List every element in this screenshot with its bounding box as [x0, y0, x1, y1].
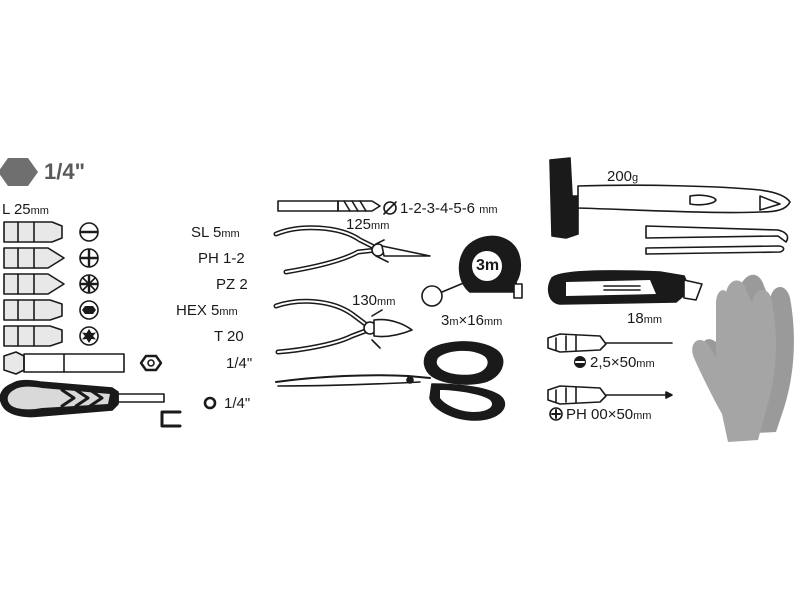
handle-size-label: 1/4" — [224, 395, 251, 412]
pliers-2-unit: mm — [377, 296, 396, 308]
hex-drive-badge-icon — [0, 158, 38, 186]
precision-screwdriver-phillips — [547, 385, 673, 405]
screwdriver-slotted-label: 2,5×50mm — [590, 355, 655, 370]
tape-size-unit-2: mm — [483, 316, 503, 328]
bit-length-value: L 25 — [2, 201, 31, 218]
pliers-2-value: 130 — [352, 292, 378, 309]
tape-size-label: 3m×16mm — [441, 313, 502, 328]
drill-sizes-value: 1-2-3-4-5-6 — [400, 200, 476, 217]
bit-length-unit: mm — [30, 205, 49, 217]
bit-slotted-value: SL 5 — [191, 224, 222, 241]
tape-size-a: 3 — [441, 312, 450, 329]
tape-size-b: 16 — [467, 312, 484, 329]
cutting-pliers — [273, 298, 413, 355]
precision-screwdriver-slotted — [547, 333, 673, 353]
bit-pozidriv-label: PZ 2 — [216, 276, 248, 293]
tape-measure — [421, 235, 523, 307]
bit-hex-unit: mm — [219, 306, 238, 318]
bit-torx — [3, 325, 63, 347]
long-nose-pliers — [273, 225, 431, 275]
screwdriver-handle — [0, 379, 182, 428]
pliers-1-label: 125mm — [346, 217, 389, 232]
scissors — [275, 341, 506, 421]
bit-phillips — [3, 247, 65, 269]
pliers-1-value: 125 — [346, 216, 372, 233]
work-gloves — [692, 274, 794, 442]
bit-length-label: L 25mm — [2, 202, 49, 217]
screwdriver-slotted-unit: mm — [636, 358, 655, 370]
hammer-weight-unit: g — [632, 172, 639, 184]
hex-nut-icon — [139, 354, 163, 372]
torx-icon — [79, 326, 99, 346]
tape-size-x: × — [458, 312, 468, 329]
pliers-1-unit: mm — [371, 220, 390, 232]
bit-slotted-unit: mm — [221, 228, 240, 240]
phillips-mark-icon — [549, 407, 563, 421]
hex-socket-icon — [79, 300, 99, 320]
bit-phillips-label: PH 1-2 — [198, 250, 245, 267]
slotted-icon — [79, 222, 99, 242]
knife-blade-value: 18 — [627, 310, 644, 327]
drill-sizes-label: 1-2-3-4-5-6 mm — [400, 201, 498, 216]
bit-hex-label: HEX 5mm — [176, 303, 238, 318]
knife-blade-unit: mm — [643, 314, 663, 326]
screwdriver-phillips-label: PH 00×50mm — [566, 407, 651, 422]
tweezers — [645, 225, 789, 255]
hammer-weight-label: 200g — [607, 169, 638, 184]
drill-bit — [277, 200, 381, 212]
tape-size-unit-1: m — [449, 316, 459, 328]
hammer — [549, 157, 791, 239]
tape-badge-label: 3m — [476, 257, 500, 274]
bit-slotted-label: SL 5mm — [191, 225, 240, 240]
drill-sizes-unit: mm — [479, 204, 498, 216]
screwdriver-phillips-value: PH 00×50 — [566, 406, 634, 423]
pliers-2-label: 130mm — [352, 293, 395, 308]
utility-knife — [547, 270, 703, 305]
hammer-weight-value: 200 — [607, 168, 633, 185]
ring-icon — [203, 396, 217, 410]
diameter-icon — [383, 201, 397, 215]
drive-size-label: 1/4" — [44, 159, 86, 184]
slotted-mark-icon — [574, 356, 586, 368]
bit-adapter — [3, 351, 125, 375]
screwdriver-phillips-unit: mm — [633, 410, 652, 422]
bit-torx-label: T 20 — [214, 328, 244, 345]
knife-blade-label: 18mm — [627, 311, 662, 326]
pozidriv-icon — [79, 274, 99, 294]
screwdriver-slotted-value: 2,5×50 — [590, 354, 637, 371]
bit-pozidriv — [3, 273, 65, 295]
bit-hex-value: HEX 5 — [176, 302, 220, 319]
adapter-size-label: 1/4" — [226, 355, 253, 372]
phillips-icon — [79, 248, 99, 268]
bit-slotted — [3, 221, 63, 243]
bit-hex — [3, 299, 63, 321]
